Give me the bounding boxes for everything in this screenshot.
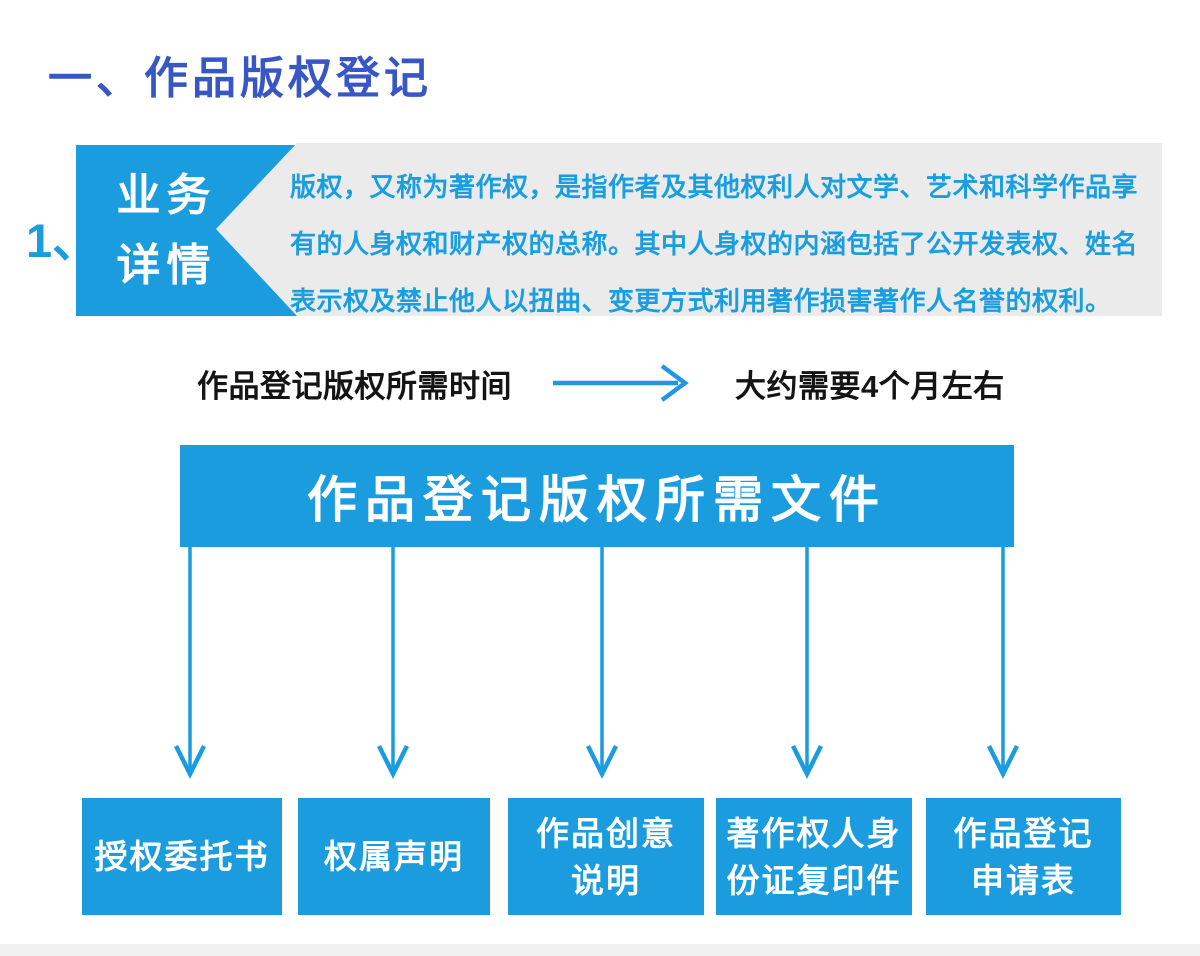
doc-box-label: 说明 [571, 861, 641, 899]
right-arrow-icon [553, 364, 689, 402]
required-documents-banner-text: 作品登记版权所需文件 [307, 472, 887, 528]
doc-box-label: 份证复印件 [726, 861, 902, 899]
required-documents-banner: 作品登记版权所需文件 [180, 445, 1014, 547]
doc-box-label: 授权委托书 [94, 838, 270, 875]
business-details-label-line1: 业务 [116, 170, 217, 220]
doc-box-label: 作品登记 [953, 814, 1094, 852]
doc-box-label: 著作权人身 [726, 814, 902, 852]
doc-box-authorization-letter: 授权委托书 [82, 798, 282, 915]
doc-box-label: 申请表 [971, 861, 1076, 899]
doc-box-application-form: 作品登记 申请表 [926, 798, 1121, 915]
doc-box-ownership-statement: 权属声明 [298, 798, 490, 915]
down-arrows [173, 547, 1020, 780]
registration-time-value: 大约需要4个月左右 [735, 369, 1005, 404]
description-text: 版权，又称为著作权，是指作者及其他权利人对文学、艺术和科学作品享 有的人身权和财… [290, 157, 1162, 328]
doc-box-label: 权属声明 [324, 838, 464, 875]
doc-box-id-copy: 著作权人身 份证复印件 [716, 798, 912, 915]
business-details-label-line2: 详情 [116, 240, 217, 290]
description-line: 版权，又称为著作权，是指作者及其他权利人对文学、艺术和科学作品享 [290, 172, 1139, 202]
doc-box-creative-description: 作品创意 说明 [508, 798, 704, 915]
description-panel [297, 143, 1162, 316]
page-title: 一、作品版权登记 [48, 54, 432, 103]
doc-box-label: 作品创意 [536, 814, 676, 852]
description-panel-left-notch [216, 143, 297, 316]
down-arrow-icon [173, 547, 1020, 780]
bottom-edge-strip [0, 944, 1200, 956]
registration-time-label: 作品登记版权所需时间 [197, 369, 512, 404]
description-line: 有的人身权和财产权的总称。其中人身权的内涵包括了公开发表权、姓名 [290, 229, 1139, 259]
description-line: 表示权及禁止他人以扭曲、变更方式利用著作损害著作人名誉的权利。 [290, 286, 1112, 316]
